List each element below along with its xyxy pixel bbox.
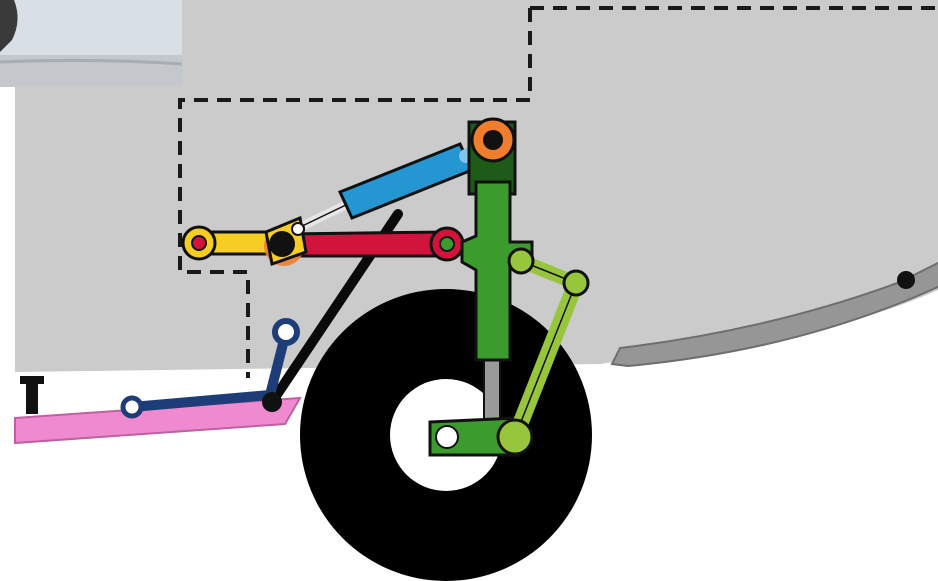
red-link-bar [285, 232, 446, 256]
yellow-link-end-core [192, 236, 206, 250]
link-joint-pin [292, 223, 304, 235]
drag-brace-knee-pivot [564, 271, 588, 295]
door-link-upper-pivot [275, 321, 297, 343]
photo-sky [0, 0, 182, 60]
door-link-lower-pivot [123, 398, 141, 416]
door-link-elbow-pivot [262, 392, 282, 412]
drag-brace-lower-pivot [498, 420, 532, 454]
upper-trunnion-pivot [472, 119, 514, 161]
link-joint-pivot [269, 231, 295, 257]
drag-brace-upper-pivot [509, 249, 533, 273]
axle-pin [436, 426, 458, 448]
red-link [285, 228, 463, 260]
door-track-pivot [897, 271, 915, 289]
red-link-pivot-core [440, 237, 454, 251]
door-hinge-cap [20, 376, 44, 384]
upper-pivot-core [483, 130, 503, 150]
strut-piston [484, 355, 500, 427]
photo-thumbnail [0, 0, 182, 87]
